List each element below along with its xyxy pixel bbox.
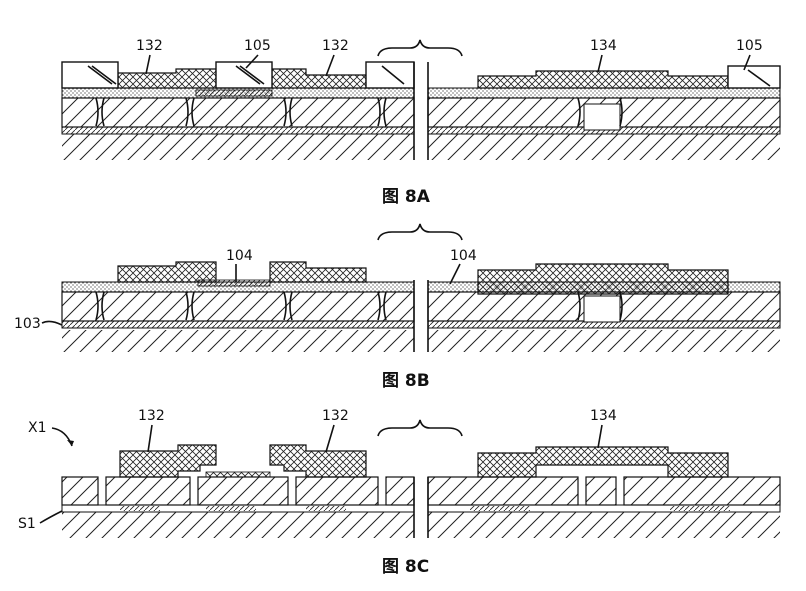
fig8c-label-s1: S1 <box>18 516 36 532</box>
fig8a-label-134: 134 <box>590 38 617 54</box>
fig8a-brace <box>377 39 463 57</box>
fig8c-brace <box>377 419 463 437</box>
figure-8a: 132 105 132 134 105 图 8A <box>61 38 781 207</box>
fig8b-label-104b: 104 <box>450 248 477 264</box>
fig8a-left-insulator <box>61 97 415 128</box>
fig8c-left-panel <box>61 444 415 538</box>
fig8a-left-panel <box>61 61 415 160</box>
fig8a-left-mesh-b <box>271 68 367 89</box>
fig8c-label-x1: X1 <box>28 420 47 436</box>
fig8a-right-substrate <box>428 134 780 160</box>
fig8b-caption: 图 8B <box>382 371 430 391</box>
fig8c-right-panel <box>427 446 781 538</box>
fig8b-right-panel <box>427 263 781 352</box>
fig8b-left-panel <box>61 261 415 352</box>
fig8a-label-105a: 105 <box>244 38 271 54</box>
fig8b-label-103: 103 <box>14 316 41 332</box>
fig8a-left-mesh-a <box>117 68 217 89</box>
fig8a-left-block-1 <box>61 61 119 89</box>
fig8a-right-panel <box>427 62 781 160</box>
fig8a-left-substrate <box>62 134 414 160</box>
fig8a-label-132a: 132 <box>136 38 163 54</box>
fig8b-brace <box>377 223 463 241</box>
fig8a-caption: 图 8A <box>382 187 431 207</box>
fig8c-label-134: 134 <box>590 408 617 424</box>
figure-8c: X1 132 132 134 S1 图 8C <box>18 408 781 577</box>
fig8c-caption: 图 8C <box>382 557 429 577</box>
fig8a-right-dotted-layer <box>427 87 781 99</box>
fig8a-label-132b: 132 <box>322 38 349 54</box>
fig8a-left-block-3 <box>365 61 415 89</box>
fig8a-left-thin-layer <box>61 126 415 135</box>
fig8a-right-block <box>727 65 781 89</box>
fig8b-label-104a: 104 <box>226 248 253 264</box>
fig8c-label-132b: 132 <box>322 408 349 424</box>
fig8c-label-132a: 132 <box>138 408 165 424</box>
figure-8b: 104 104 103 图 8B <box>14 223 781 391</box>
fig8a-right-mesh <box>477 70 729 89</box>
fig8a-label-105b: 105 <box>736 38 763 54</box>
